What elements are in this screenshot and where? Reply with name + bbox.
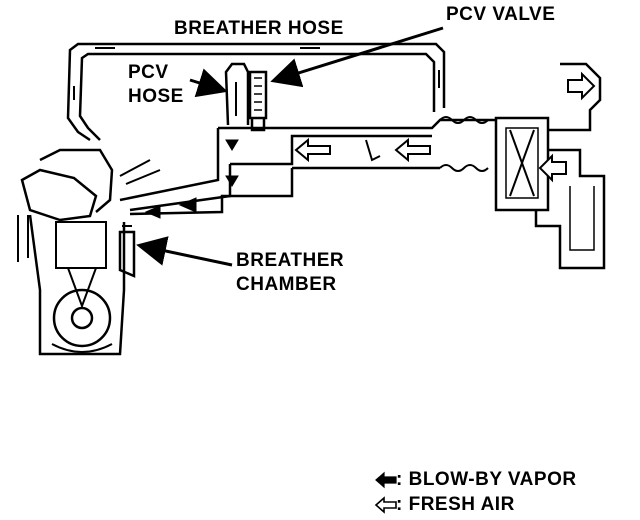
- throttle-body: [365, 139, 381, 162]
- breather-hose: [66, 42, 446, 142]
- pcv-valve-label: PCV VALVE: [446, 4, 556, 25]
- legend-blow-by-text: : BLOW-BY VAPOR: [396, 469, 577, 490]
- blow-by-arrows: [144, 139, 239, 219]
- label-leaders: [136, 26, 444, 267]
- legend-blow-by: : BLOW-BY VAPOR: [358, 469, 628, 491]
- pcv-hose-label-line2: HOSE: [128, 86, 184, 107]
- air-cleaner: [494, 62, 606, 270]
- legend-fresh-air: : FRESH AIR: [358, 494, 628, 516]
- legend-fresh-air-icon: [374, 496, 397, 514]
- breather-chamber-label-line1: BREATHER: [236, 250, 345, 271]
- legend-blow-by-icon: [375, 471, 397, 489]
- pcv-valve-assembly: [224, 62, 268, 132]
- pcv-hose-label-line1: PCV: [128, 62, 169, 83]
- breather-chamber: [118, 225, 136, 278]
- intake-duct: [119, 116, 496, 216]
- fresh-air-arrows: [294, 71, 596, 183]
- breather-chamber-label-line2: CHAMBER: [236, 274, 337, 295]
- engine-block: [17, 148, 161, 356]
- breather-hose-label: BREATHER HOSE: [174, 18, 344, 39]
- legend-fresh-air-text: : FRESH AIR: [396, 494, 515, 515]
